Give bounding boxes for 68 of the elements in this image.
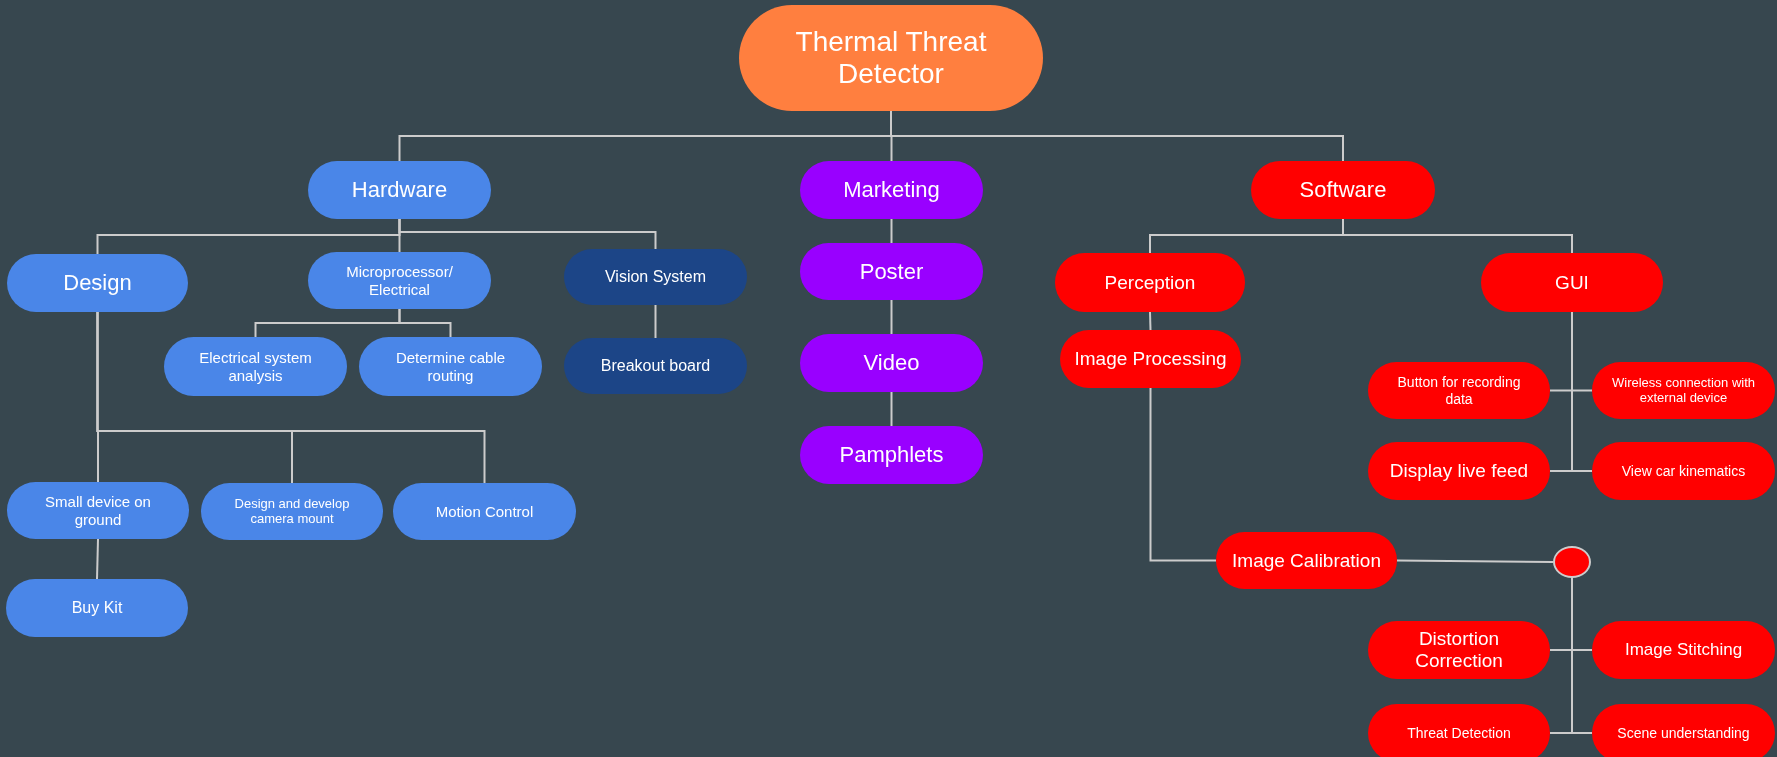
connector-line: [1149, 311, 1152, 331]
node-label: Image Processing: [1074, 348, 1227, 370]
node-label: Hardware: [351, 177, 448, 203]
rounded-box: [1592, 442, 1775, 500]
node-label: Distortion Correction: [1414, 628, 1504, 672]
connector-line: [398, 308, 452, 338]
node-label: Display live feed: [1389, 460, 1529, 482]
node-label: Threat Detection: [1407, 724, 1511, 742]
rounded-box: [1251, 161, 1435, 219]
connector-line: [1571, 311, 1593, 472]
connector-line: [654, 304, 657, 339]
node-label: Microprocessor/ Electrical: [345, 263, 454, 298]
connector-line: [1571, 577, 1593, 734]
node-label: Wireless connection with external device: [1610, 375, 1757, 406]
node-label: Image Calibration: [1232, 549, 1381, 572]
connector-line: [1149, 387, 1217, 562]
rounded-box: [1368, 362, 1550, 419]
node-label: Button for recording data: [1396, 374, 1522, 407]
node-label: Thermal Threat Detector: [794, 25, 988, 91]
node-label: Image Stitching: [1624, 640, 1743, 660]
rounded-box: [7, 482, 189, 539]
node-label: Vision System: [604, 267, 707, 287]
rounded-box: [1592, 621, 1775, 679]
junction-circle: [1553, 546, 1591, 578]
rounded-box: [6, 579, 188, 637]
rounded-box: [1368, 704, 1550, 757]
rounded-box: [201, 483, 383, 540]
rounded-box: [564, 249, 747, 305]
rounded-box: [393, 483, 576, 540]
rounded-box: [1368, 442, 1550, 500]
connector-line: [1396, 559, 1554, 563]
rounded-box: [7, 254, 188, 312]
rounded-box: [800, 426, 983, 484]
node-label: Scene understanding: [1617, 724, 1750, 742]
rounded-box: [800, 334, 983, 392]
node-label: Poster: [859, 258, 924, 285]
node-label: Breakout board: [600, 356, 711, 376]
node-label: Marketing: [843, 177, 940, 203]
rounded-box: [800, 243, 983, 300]
connector-line: [890, 391, 893, 427]
node-label: Electrical system analysis: [198, 349, 313, 384]
node-label: View car kinematics: [1621, 462, 1746, 480]
node-label: Design: [63, 270, 132, 296]
node-label: Motion Control: [435, 502, 534, 521]
connector-line: [1342, 218, 1573, 254]
connector-line: [96, 538, 99, 580]
node-label: Perception: [1104, 271, 1196, 294]
node-label: GUI: [1555, 271, 1589, 294]
rounded-box: [800, 161, 983, 219]
node-label: Determine cable routing: [394, 349, 507, 384]
node-label: Video: [863, 350, 920, 376]
connector-line: [96, 311, 486, 484]
node-label: Small device on ground: [44, 493, 152, 528]
node-label: Buy Kit: [71, 598, 123, 618]
node-label: Software: [1299, 177, 1387, 203]
rounded-box: [1368, 621, 1550, 679]
rounded-box: [1592, 362, 1775, 419]
rounded-box: [1060, 330, 1241, 388]
rounded-box: [308, 161, 491, 219]
connector-line: [890, 299, 893, 335]
rounded-box: [1216, 532, 1397, 589]
rounded-box: [308, 252, 491, 309]
connector-line: [890, 218, 893, 244]
rounded-box: [564, 338, 747, 394]
node-label: Design and develop camera mount: [233, 496, 351, 527]
node-label: Pamphlets: [839, 442, 944, 468]
connector-line: [398, 218, 657, 250]
rounded-box: [1592, 704, 1775, 757]
